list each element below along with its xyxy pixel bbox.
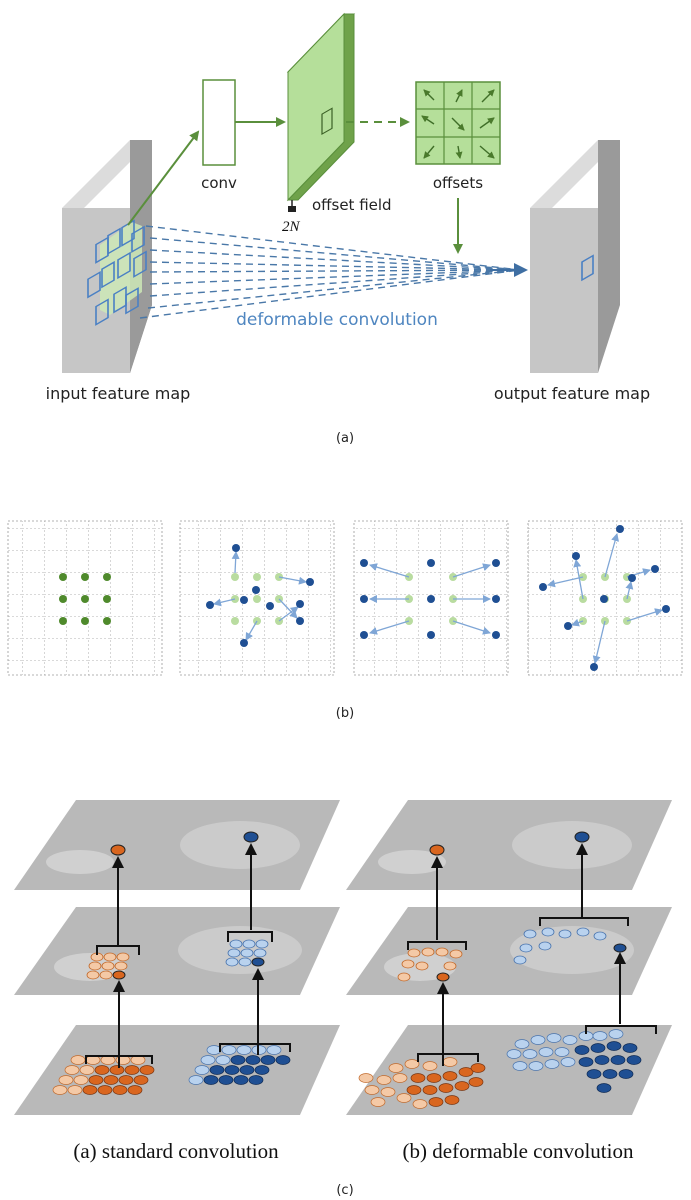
channels-label: 2N — [282, 219, 301, 235]
deformable-bottom-plane — [346, 1025, 672, 1115]
sampling-grid-1 — [7, 520, 163, 676]
conv-label: conv — [201, 174, 237, 192]
panel-b: (b) — [7, 520, 683, 721]
panel-a: conv offset field 2N — [46, 12, 650, 446]
offset-field-label: offset field — [312, 196, 392, 214]
deformable-convolution-title: (b) deformable convolution — [403, 1139, 634, 1163]
output-feature-map-label: output feature map — [494, 384, 650, 403]
offsets-grid — [415, 81, 501, 165]
caption-b: (b) — [336, 706, 354, 721]
conv-box — [202, 79, 236, 166]
panel-c: (a) standard convolution (b) deformable … — [14, 800, 672, 1198]
output-feature-map — [530, 140, 620, 373]
deformable-middle-plane — [346, 907, 672, 995]
caption-a: (a) — [336, 431, 354, 446]
input-feature-map-label: input feature map — [46, 384, 191, 403]
deformable-top-plane — [346, 800, 672, 890]
standard-arrows — [85, 843, 291, 1068]
standard-middle-plane — [14, 907, 340, 995]
standard-bottom-plane — [14, 1025, 340, 1115]
sampling-grid-3 — [353, 520, 509, 676]
sampling-grid-4 — [527, 520, 683, 676]
caption-c: (c) — [336, 1183, 353, 1198]
deformable-convolution-label: deformable convolution — [236, 310, 438, 330]
deformable-projection-lines — [139, 225, 521, 319]
standard-top-plane — [14, 800, 340, 890]
deformable-arrows — [407, 843, 657, 1066]
standard-convolution-title: (a) standard convolution — [73, 1139, 279, 1163]
offset-field — [286, 12, 356, 212]
sampling-grid-2 — [179, 520, 335, 676]
offsets-label: offsets — [433, 174, 483, 192]
input-to-conv-arrow — [127, 130, 200, 226]
